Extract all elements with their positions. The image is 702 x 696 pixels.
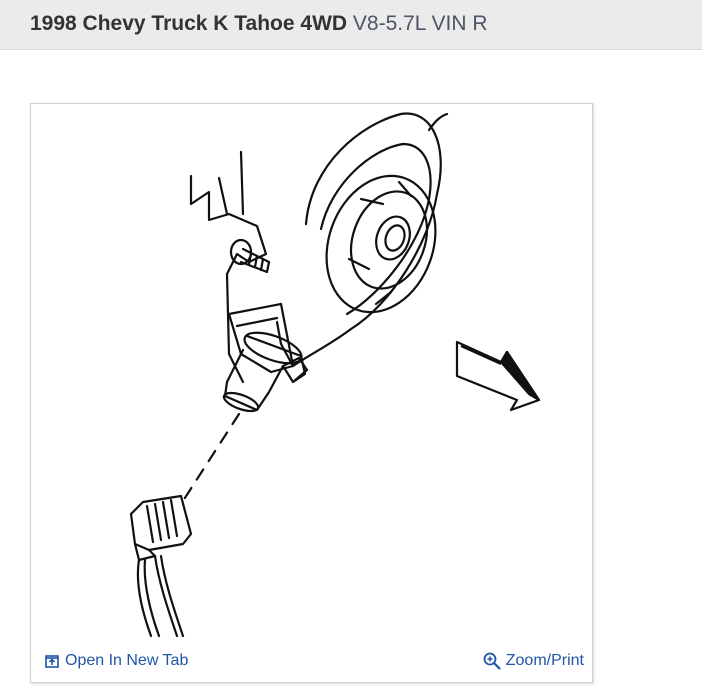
- block-line: [239, 150, 245, 216]
- connector-latch: [133, 542, 157, 562]
- pulley-outer: [325, 174, 437, 314]
- front-arrow-icon: [455, 340, 541, 412]
- sensor-tip: [222, 391, 260, 413]
- stud-threads: [247, 252, 265, 272]
- sensor-nut: [281, 356, 309, 384]
- block-outline: [189, 174, 268, 384]
- zoom-print-label: Zoom/Print: [505, 652, 584, 669]
- pulley-hub: [375, 215, 411, 261]
- page-title: 1998 Chevy Truck K Tahoe 4WD V8-5.7L VIN…: [30, 12, 488, 36]
- pulley-mid: [349, 190, 429, 290]
- open-in-new-tab-link[interactable]: Open In New Tab: [45, 652, 188, 670]
- connector-ribs: [145, 498, 179, 544]
- engine-subtitle: V8-5.7L VIN R: [352, 12, 488, 35]
- sensor-flange: [243, 331, 303, 365]
- magnifier-plus-icon: [483, 652, 501, 670]
- page-header: 1998 Chevy Truck K Tahoe 4WD V8-5.7L VIN…: [0, 0, 702, 50]
- bracket: [227, 302, 295, 374]
- wire-1: [136, 558, 153, 638]
- pulley-detail: [347, 180, 413, 306]
- sensor-diagram[interactable]: [31, 104, 592, 644]
- top-curve: [427, 112, 449, 132]
- wire-2: [153, 554, 179, 638]
- figure-footer: [31, 644, 592, 682]
- sensor-body: [223, 348, 285, 412]
- block-line-2: [217, 176, 229, 216]
- wire-1b: [143, 558, 161, 638]
- open-in-new-tab-label: Open In New Tab: [65, 652, 189, 669]
- housing-outline: [275, 112, 442, 368]
- connector-body: [129, 494, 193, 552]
- housing-inner: [319, 142, 432, 316]
- bracket-inner: [235, 316, 279, 328]
- wire-2b: [159, 554, 185, 638]
- open-in-new-tab-icon: [45, 655, 59, 668]
- guide-line: [179, 412, 241, 506]
- figure-card: Open In New Tab Zoom/Print: [30, 103, 593, 683]
- pulley-bore: [384, 224, 406, 252]
- vehicle-title: 1998 Chevy Truck K Tahoe 4WD: [30, 12, 348, 35]
- zoom-print-link[interactable]: Zoom/Print: [483, 652, 584, 670]
